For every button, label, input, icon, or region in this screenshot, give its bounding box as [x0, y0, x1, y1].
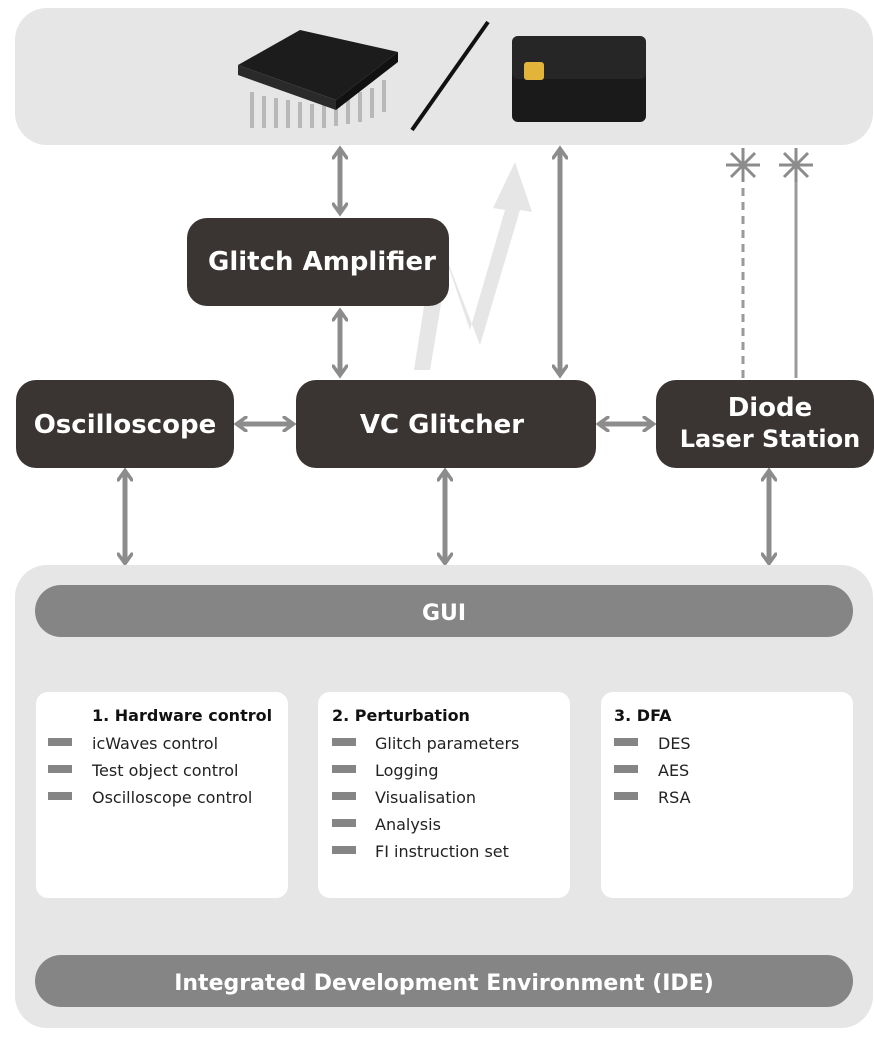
glitch-amplifier-node: [187, 218, 449, 306]
gui-bar: [35, 585, 853, 637]
list-item: Analysis: [375, 815, 441, 834]
box-title: 1. Hardware control: [92, 706, 272, 725]
perturbation-box: 2. Perturbation Glitch parameters Loggin…: [318, 692, 570, 898]
box-title: 3. DFA: [614, 706, 672, 725]
bullet: [48, 738, 72, 746]
diode-laser-label-line1: Diode: [728, 393, 813, 423]
bullet: [614, 738, 638, 746]
box-title: 2. Perturbation: [332, 706, 470, 725]
vc-glitcher-node: [296, 380, 596, 468]
bullet: [332, 792, 356, 800]
bullet: [48, 765, 72, 773]
target-device-panel: [15, 8, 873, 145]
gui-label: GUI: [422, 601, 466, 626]
list-item: Visualisation: [375, 788, 476, 807]
list-item: Glitch parameters: [375, 734, 519, 753]
list-item: Test object control: [91, 761, 238, 780]
diode-laser-label-line2: Laser Station: [680, 425, 860, 453]
oscilloscope-node: [16, 380, 234, 468]
bullet: [332, 738, 356, 746]
list-item: Logging: [375, 761, 438, 780]
ide-label: Integrated Development Environment (IDE): [174, 971, 714, 996]
oscilloscope-label: Oscilloscope: [34, 410, 217, 440]
glitch-amplifier-label: Glitch Amplifier: [208, 247, 436, 277]
hardware-control-box: 1. Hardware control icWaves control Test…: [36, 692, 288, 898]
laser-beams: [726, 148, 813, 378]
list-item: icWaves control: [92, 734, 218, 753]
smart-card-icon: [512, 36, 646, 122]
diode-laser-station-node: [656, 380, 874, 468]
separator-slash: [410, 20, 490, 132]
ide-bar: [35, 955, 853, 1007]
bullet: [332, 846, 356, 854]
bullet: [332, 819, 356, 827]
list-item: DES: [658, 734, 691, 753]
microchip-icon: [238, 30, 398, 128]
bullet: [332, 765, 356, 773]
bullet: [614, 765, 638, 773]
list-item: RSA: [658, 788, 691, 807]
vc-glitcher-label: VC Glitcher: [360, 410, 524, 440]
bullet: [48, 792, 72, 800]
list-item: AES: [658, 761, 689, 780]
list-item: FI instruction set: [375, 842, 509, 861]
bullet: [614, 792, 638, 800]
list-item: Oscilloscope control: [92, 788, 252, 807]
dfa-box: 3. DFA DES AES RSA: [601, 692, 853, 898]
